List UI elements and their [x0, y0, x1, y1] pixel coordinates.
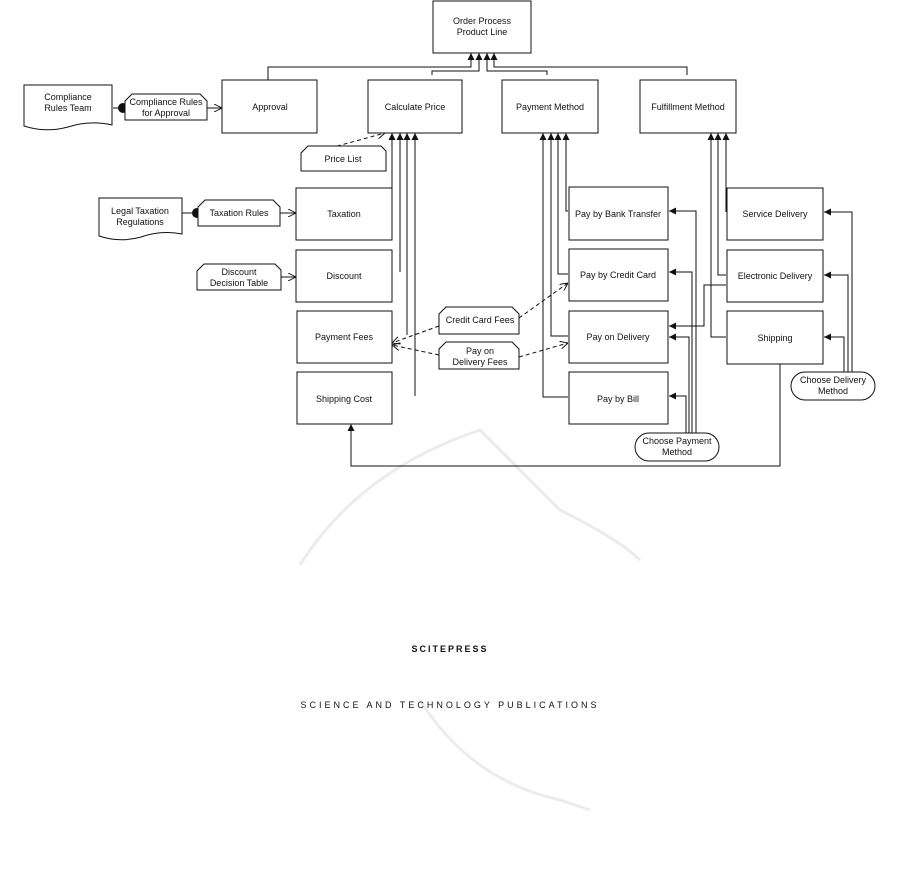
decision-choose-payment[interactable]: Choose Payment Method	[634, 432, 720, 462]
node-shipping-cost-label: Shipping Cost	[316, 394, 373, 404]
node-taxation[interactable]: Taxation	[295, 187, 393, 241]
artifact-pod-fees[interactable]: Pay on Delivery Fees	[438, 341, 520, 370]
decision-choose-payment-label-1: Choose Payment	[642, 436, 712, 446]
decision-choose-delivery[interactable]: Choose Delivery Method	[790, 371, 876, 401]
node-fulfillment-method-label: Fulfillment Method	[651, 102, 725, 112]
artifact-discount-table-label-1: Discount	[221, 267, 257, 277]
node-pay-on-delivery-label: Pay on Delivery	[586, 332, 650, 342]
node-discount[interactable]: Discount	[295, 249, 393, 303]
node-pay-by-bill[interactable]: Pay by Bill	[568, 371, 669, 425]
doc-compliance-team-label-2: Rules Team	[44, 103, 91, 113]
node-electronic-delivery[interactable]: Electronic Delivery	[726, 249, 824, 303]
node-pay-bank-transfer[interactable]: Pay by Bank Transfer	[568, 186, 669, 241]
watermark-emblem	[298, 428, 642, 812]
doc-legal-taxation-label-2: Regulations	[116, 217, 164, 227]
node-pay-bank-transfer-label: Pay by Bank Transfer	[575, 209, 661, 219]
artifact-taxation-rules-label: Taxation Rules	[209, 208, 269, 218]
node-shipping[interactable]: Shipping	[726, 310, 824, 365]
node-service-delivery-label: Service Delivery	[742, 209, 808, 219]
watermark-subtitle: SCIENCE AND TECHNOLOGY PUBLICATIONS	[300, 700, 599, 710]
node-payment-method[interactable]: Payment Method	[501, 79, 599, 134]
node-calculate-price[interactable]: Calculate Price	[367, 79, 463, 134]
watermark-title: SCITEPRESS	[411, 644, 488, 654]
node-calculate-price-label: Calculate Price	[385, 102, 446, 112]
node-approval[interactable]: Approval	[221, 79, 318, 134]
node-electronic-delivery-label: Electronic Delivery	[738, 271, 813, 281]
node-shipping-label: Shipping	[757, 333, 792, 343]
node-payment-fees[interactable]: Payment Fees	[296, 310, 393, 364]
node-payment-method-label: Payment Method	[516, 102, 584, 112]
node-approval-label: Approval	[252, 102, 288, 112]
artifact-price-list[interactable]: Price List	[300, 145, 387, 172]
artifact-discount-table[interactable]: Discount Decision Table	[196, 263, 282, 291]
decision-choose-delivery-label-2: Method	[818, 386, 848, 396]
node-pay-credit-card[interactable]: Pay by Credit Card	[568, 248, 669, 302]
connectors	[113, 53, 853, 467]
node-fulfillment-method[interactable]: Fulfillment Method	[639, 79, 737, 134]
doc-legal-taxation[interactable]: Legal Taxation Regulations	[98, 197, 183, 241]
node-discount-label: Discount	[326, 271, 362, 281]
node-order-process-label-1: Order Process	[453, 16, 512, 26]
node-payment-fees-label: Payment Fees	[315, 332, 374, 342]
node-pay-by-bill-label: Pay by Bill	[597, 394, 639, 404]
node-order-process-label-2: Product Line	[457, 27, 508, 37]
artifact-credit-card-fees-label: Credit Card Fees	[446, 315, 515, 325]
artifact-pod-fees-label-2: Delivery Fees	[452, 357, 508, 367]
node-taxation-label: Taxation	[327, 209, 361, 219]
watermark: SCITEPRESS SCIENCE AND TECHNOLOGY PUBLIC…	[298, 428, 642, 812]
artifact-discount-table-label-2: Decision Table	[210, 278, 268, 288]
artifact-price-list-label: Price List	[324, 154, 362, 164]
artifact-credit-card-fees[interactable]: Credit Card Fees	[438, 306, 520, 335]
decision-choose-delivery-label-1: Choose Delivery	[800, 375, 867, 385]
decision-choose-payment-label-2: Method	[662, 447, 692, 457]
doc-compliance-team[interactable]: Compliance Rules Team	[23, 84, 113, 131]
artifact-compliance-rules-label-1: Compliance Rules	[129, 97, 203, 107]
node-pay-on-delivery[interactable]: Pay on Delivery	[568, 310, 669, 364]
artifact-taxation-rules[interactable]: Taxation Rules	[197, 199, 281, 227]
artifact-compliance-rules-label-2: for Approval	[142, 108, 190, 118]
artifact-compliance-rules[interactable]: Compliance Rules for Approval	[124, 93, 208, 121]
node-order-process[interactable]: Order Process Product Line	[432, 0, 532, 54]
node-shipping-cost[interactable]: Shipping Cost	[296, 371, 393, 425]
doc-legal-taxation-label-1: Legal Taxation	[111, 206, 169, 216]
doc-compliance-team-label-1: Compliance	[44, 92, 92, 102]
artifact-pod-fees-label-1: Pay on	[466, 346, 494, 356]
node-pay-credit-card-label: Pay by Credit Card	[580, 270, 656, 280]
node-service-delivery[interactable]: Service Delivery	[726, 187, 824, 241]
